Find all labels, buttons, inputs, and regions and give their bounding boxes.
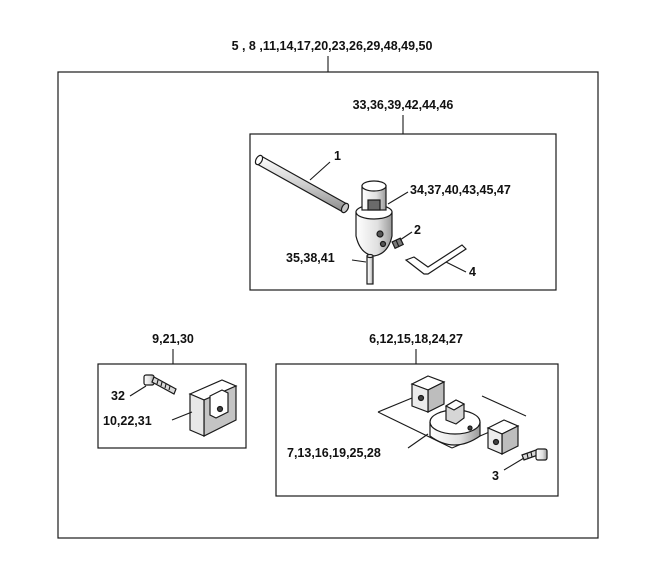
- part-3-label: 3: [492, 469, 499, 483]
- part-32-leader: [129, 385, 147, 397]
- set-screw-part: [391, 237, 405, 250]
- main-assembly-box: [57, 71, 599, 539]
- part-1-leader: [309, 161, 331, 181]
- kit-box: [249, 133, 557, 291]
- main-assembly-group: 5 , 8 ,11,14,17,20,23,26,29,48,49,50: [57, 39, 599, 539]
- part-7-label: 7,13,16,19,25,28: [287, 446, 381, 460]
- die-screw-part: [521, 448, 548, 461]
- hex-key-part: [404, 244, 467, 275]
- jaw-group: 9,21,30 32 10,22,31: [97, 332, 247, 449]
- part-4-label: 4: [469, 265, 476, 279]
- part-32-label: 32: [111, 389, 125, 403]
- part-2-label: 2: [414, 223, 421, 237]
- clamp-head-part: [355, 180, 393, 257]
- kit-group: 33,36,39,42,44,46 1 34,37,40,43,45,47: [249, 98, 557, 291]
- right-die-block-part: [486, 419, 520, 455]
- part-4-leader: [445, 261, 467, 273]
- part-1-label: 1: [334, 149, 341, 163]
- part-35-label: 35,38,41: [286, 251, 335, 265]
- pin-part: [366, 253, 374, 285]
- jaw-box: [97, 363, 247, 449]
- jaw-group-label: 9,21,30: [152, 332, 194, 346]
- part-34-label: 34,37,40,43,45,47: [410, 183, 511, 197]
- part-10-label: 10,22,31: [103, 414, 152, 428]
- die-box: [275, 363, 559, 497]
- part-7-leader: [407, 433, 429, 449]
- part-34-leader: [387, 191, 409, 205]
- kit-group-label: 33,36,39,42,44,46: [353, 98, 454, 112]
- jaw-block-part: [188, 379, 238, 437]
- part-10-leader: [171, 411, 193, 421]
- die-group-label: 6,12,15,18,24,27: [369, 332, 463, 346]
- part-3-leader: [503, 457, 525, 471]
- part-2-leader: [399, 231, 413, 241]
- jaw-screw-part: [143, 374, 177, 395]
- top-callout-label: 5 , 8 ,11,14,17,20,23,26,29,48,49,50: [232, 39, 433, 53]
- die-holder-part: [429, 399, 481, 446]
- die-group: 6,12,15,18,24,27: [275, 332, 559, 497]
- upper-die-block-part: [410, 375, 446, 413]
- part-35-leader: [351, 259, 367, 263]
- rod-part: [254, 154, 350, 214]
